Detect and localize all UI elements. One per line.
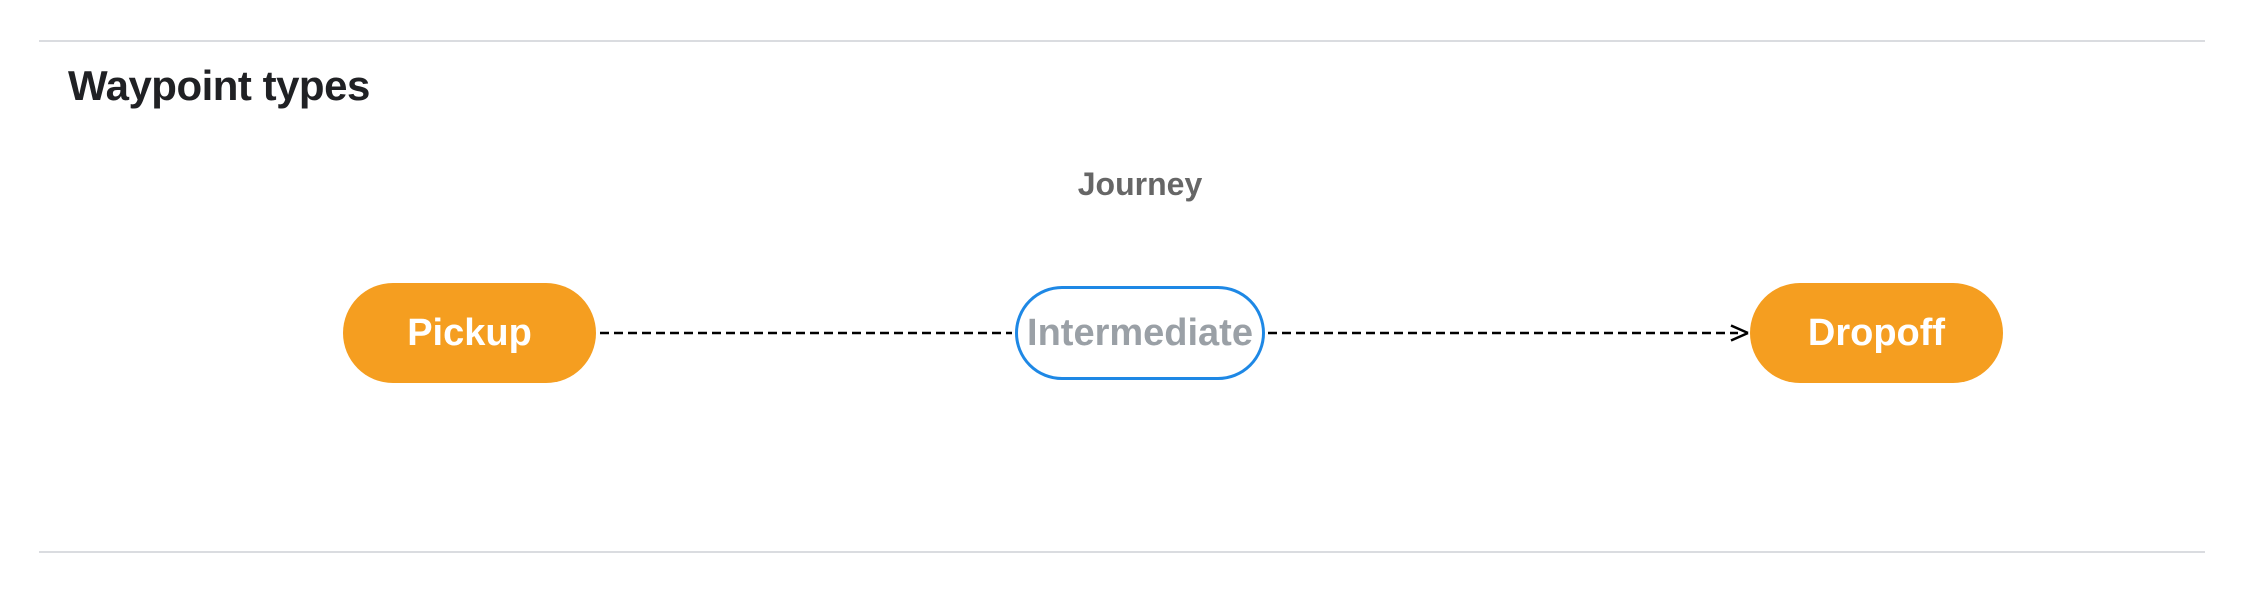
node-dropoff-label: Dropoff	[1807, 311, 1946, 354]
bottom-divider	[39, 551, 2205, 553]
node-pickup-label: Pickup	[407, 311, 532, 354]
node-intermediate: Intermediate	[1015, 286, 1265, 380]
node-dropoff: Dropoff	[1750, 283, 2003, 383]
journey-label: Journey	[1077, 166, 1203, 202]
node-pickup: Pickup	[343, 283, 596, 383]
top-divider	[39, 40, 2205, 42]
page-title: Waypoint types	[68, 62, 370, 109]
node-intermediate-label: Intermediate	[1027, 311, 1253, 354]
arrowhead-icon	[1730, 324, 1749, 342]
